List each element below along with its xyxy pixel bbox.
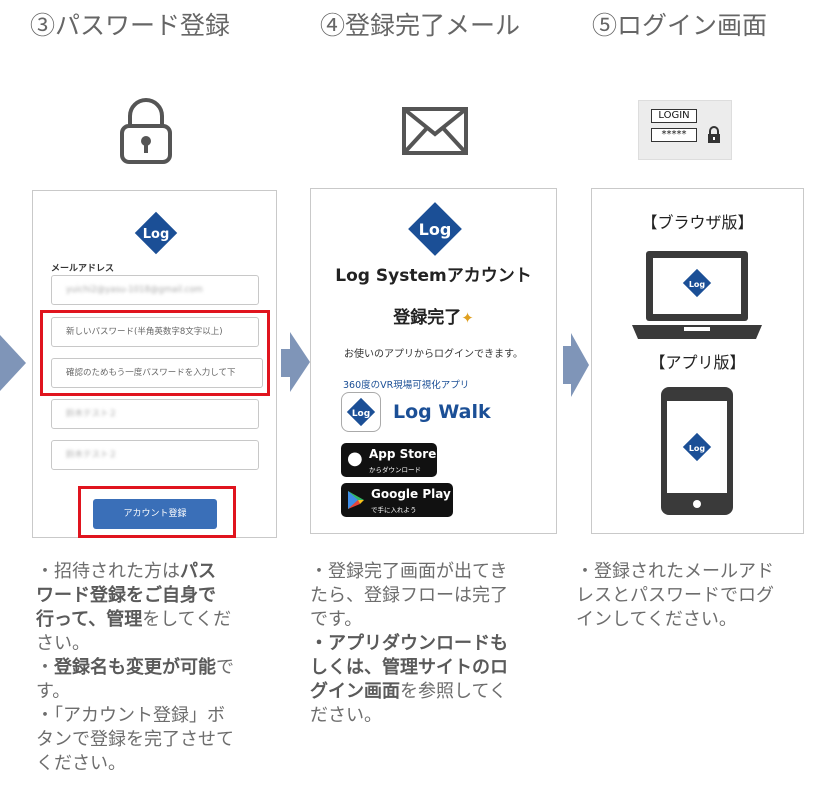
desc2-line5: しくは、管理サイトのロ [310, 657, 508, 678]
name-field-2[interactable]: 鈴木テスト２ [51, 440, 259, 470]
desc1-line1a: ・招待された方は [36, 561, 180, 582]
password-registration-panel: Log メールアドレス yuichi2@yasu-1018@gmail.com … [32, 190, 277, 538]
system-account-heading: Log Systemアカウント [335, 266, 532, 286]
svg-text:Log: Log [689, 280, 706, 289]
desc1-line1b: パス [180, 561, 216, 582]
desc3-line3: インしてください。 [576, 609, 737, 630]
new-password-field[interactable]: 新しいパスワード(半角英数字8文字以上) [51, 317, 259, 347]
arrow-left-edge [0, 335, 26, 391]
confirm-password-field[interactable]: 確認のためもう一度パスワードを入力して下 [51, 358, 263, 388]
login-screen-icon: LOGIN ***** [638, 100, 732, 160]
log-logo-icon: Log [346, 397, 376, 427]
desc1-line6: す。 [36, 681, 71, 702]
name-field-1[interactable]: 鈴木テスト２ [51, 399, 259, 429]
register-button-highlight [78, 486, 236, 538]
google-play-button[interactable]: Google Play で手に入れよう [341, 483, 453, 517]
login-screen-panel: 【ブラウザ版】 Log 【アプリ版】 Log [591, 188, 804, 534]
arrow-step4-to-step5-head [571, 333, 589, 397]
mail-icon [402, 107, 468, 155]
desc3-line2: レスとパスワードでログ [576, 585, 774, 606]
log-logo-icon: Log [134, 211, 178, 255]
app-store-button[interactable]: ● App Store からダウンロード [341, 443, 437, 477]
svg-text:Log: Log [143, 227, 170, 242]
svg-text:Log: Log [419, 220, 452, 239]
desc1-line5a: ・ [36, 657, 54, 678]
password-fields-highlight [40, 310, 270, 396]
email-value: yuichi2@yasu-1018@gmail.com [66, 285, 203, 295]
name-value-1: 鈴木テスト２ [66, 409, 118, 419]
desc2-line7: ださい。 [310, 705, 382, 726]
log-walk-app-name: Log Walk [393, 401, 491, 423]
desc1-line7: ・「アカウント登録」ボ [36, 705, 225, 726]
party-popper-icon: ✦ [461, 309, 474, 327]
desc1-line5b: 登録名も変更が可能 [54, 657, 216, 678]
register-account-button[interactable]: アカウント登録 [93, 499, 217, 529]
app-version-label: 【アプリ版】 [649, 353, 746, 372]
desc1-line5c: で [216, 657, 234, 678]
email-label: メールアドレス [51, 264, 115, 274]
log-logo-icon: Log [408, 202, 462, 256]
step5-title: ⑤ログイン画面 [592, 11, 768, 40]
browser-version-label: 【ブラウザ版】 [641, 213, 754, 232]
google-play-label: Google Play [371, 487, 451, 501]
name-value-2: 鈴木テスト２ [66, 450, 118, 460]
registration-complete-title: 登録完了✦ [311, 303, 556, 328]
app-caption: 360度のVR現場可視化アプリ [343, 380, 470, 391]
desc1-line3a: 行って、管理 [36, 609, 143, 630]
desc1-line2: ワード登録をご自身で [36, 585, 216, 606]
step3-title: ③パスワード登録 [30, 11, 231, 40]
svg-text:Log: Log [352, 409, 370, 419]
login-text-box: LOGIN [651, 109, 697, 123]
apple-icon: ● [347, 448, 363, 469]
desc2-line1: ・登録完了画面が出てき [310, 561, 508, 582]
step4-title: ④登録完了メール [320, 11, 521, 40]
arrow-step3-to-step4-head [290, 332, 310, 392]
lock-icon [120, 98, 172, 164]
google-play-icon [348, 491, 364, 509]
desc2-line3: です。 [310, 609, 363, 630]
arrow-step4-to-step5 [563, 346, 573, 384]
desc1-line3b: をしてくだ [142, 609, 232, 630]
desc1-line8: タンで登録を完了させて [36, 729, 234, 750]
laptop-icon: Log [632, 251, 762, 339]
registration-complete-panel: Log Log Systemアカウント 登録完了✦ お使いのアプリからログインで… [310, 188, 557, 534]
desc2-line4: ・アプリダウンロードも [310, 633, 508, 654]
email-field[interactable]: yuichi2@yasu-1018@gmail.com [51, 275, 259, 305]
app-store-sub-label: からダウンロード [369, 466, 421, 474]
svg-text:Log: Log [689, 444, 706, 453]
password-text-box: ***** [651, 128, 697, 142]
log-walk-app-link[interactable]: Log Log Walk [341, 392, 541, 436]
desc1-line9: ください。 [36, 753, 126, 774]
smartphone-icon: Log [661, 387, 733, 515]
desc2-line6b: を参照してく [400, 681, 507, 702]
desc2-line6a: グイン画面 [310, 681, 400, 702]
step5-description: ・登録されたメールアド レスとパスワードでログ インしてください。 [576, 560, 826, 632]
google-play-sub-label: で手に入れよう [371, 506, 417, 514]
desc1-line4: さい。 [36, 633, 90, 654]
step4-description: ・登録完了画面が出てき たら、登録フローは完了 です。 ・アプリダウンロードも … [310, 560, 560, 728]
desc2-line2: たら、登録フローは完了 [310, 585, 508, 606]
app-store-label: App Store [369, 447, 437, 461]
log-walk-app-icon: Log [341, 392, 381, 432]
login-message: お使いのアプリからログインできます。 [344, 349, 523, 360]
complete-text: 登録完了 [393, 308, 462, 328]
step3-description: ・招待された方はパス ワード登録をご自身で 行って、管理をしてくだ さい。 ・登… [36, 560, 280, 776]
desc3-line1: ・登録されたメールアド [576, 561, 774, 582]
small-lock-icon [708, 126, 720, 143]
